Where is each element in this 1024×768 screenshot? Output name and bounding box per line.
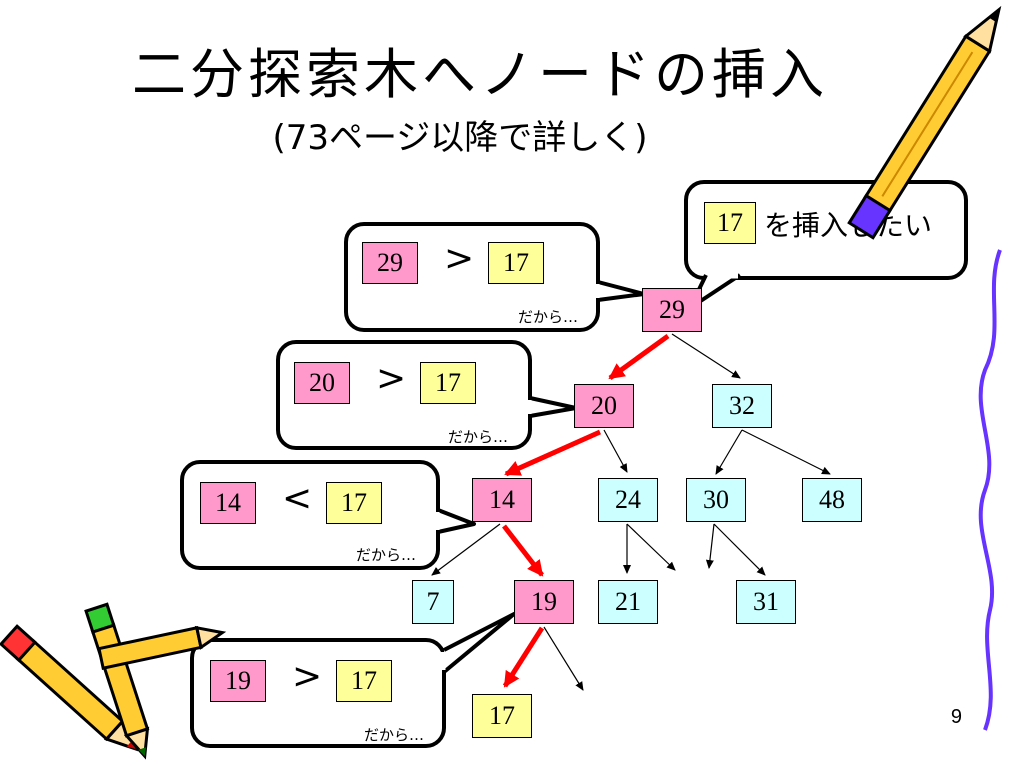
node-21: 21 (598, 580, 658, 624)
path-arrow-29-20 (608, 333, 670, 381)
compare-left-29: 29 (362, 242, 418, 284)
edge-29-32 (671, 333, 741, 379)
compare-note-19: だから… (364, 726, 425, 744)
node-7: 7 (412, 580, 454, 624)
node-19: 19 (514, 580, 574, 624)
pencil-icon-top-right (847, 5, 1002, 240)
edge-20-24 (603, 429, 628, 473)
compare-right-29: 17 (488, 242, 544, 284)
compare-left-14: 14 (200, 482, 256, 524)
callout-tail-14 (437, 508, 476, 534)
path-arrow-20-14 (504, 429, 602, 477)
compare-right-20: 17 (420, 362, 476, 404)
node-29: 29 (642, 288, 702, 332)
edge-24-right (626, 523, 676, 571)
compare-op-19: > (292, 656, 323, 697)
decorative-wavy-line (978, 249, 1002, 731)
node-32: 32 (712, 384, 772, 428)
edge-30-left (705, 523, 715, 569)
node-24: 24 (598, 478, 658, 522)
compare-left-20: 20 (294, 362, 350, 404)
compare-right-19: 17 (336, 660, 392, 702)
node-31: 31 (736, 580, 796, 624)
path-arrow-19-17 (502, 626, 545, 688)
path-arrow-14-19 (502, 524, 544, 577)
compare-left-19: 19 (210, 660, 266, 702)
pencil-icon-bottom-left-3 (97, 625, 227, 670)
edge-19-right (543, 626, 584, 691)
edge-32-30 (715, 429, 743, 475)
compare-op-14: < (282, 478, 313, 519)
node-48: 48 (802, 478, 862, 522)
compare-op-20: > (376, 358, 407, 399)
page-title: 二分探索木へノードの挿入 (132, 43, 828, 106)
compare-note-20: だから… (448, 428, 509, 446)
compare-op-29: > (444, 238, 475, 279)
insert-callout-text: を挿入したい (764, 209, 933, 242)
compare-right-14: 17 (326, 482, 382, 524)
page-number: 9 (950, 706, 962, 728)
compare-note-14: だから… (356, 546, 417, 564)
compare-note-29: だから… (518, 308, 579, 326)
node-20: 20 (574, 384, 634, 428)
edge-14-7 (431, 523, 501, 576)
edge-32-48 (741, 429, 831, 475)
page-subtitle: (73ページ以降で詳しく) (272, 118, 648, 158)
edge-30-31 (713, 523, 766, 576)
node-17-new: 17 (472, 694, 532, 738)
insert-value-box: 17 (704, 202, 756, 244)
node-14: 14 (472, 478, 532, 522)
node-30: 30 (686, 478, 746, 522)
pencil-icon-bottom-left-1 (0, 624, 139, 752)
